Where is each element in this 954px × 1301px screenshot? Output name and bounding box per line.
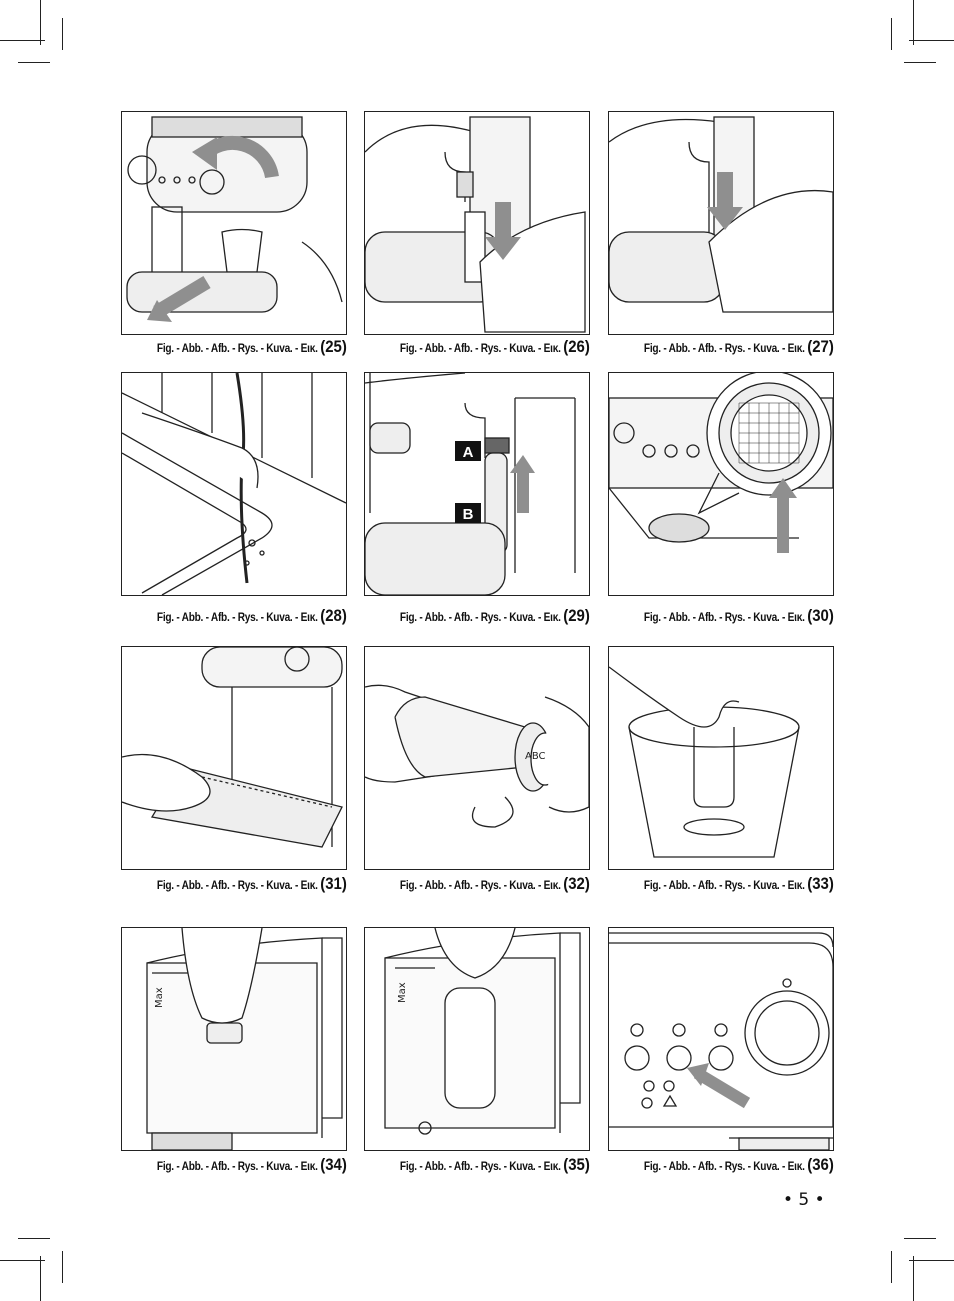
crop-mark (891, 1251, 892, 1283)
caption-prefix: Fig. - Abb. - Afb. - Rys. - Kuva. - Εικ. (400, 343, 561, 355)
crop-mark (913, 1256, 914, 1301)
caption-prefix: Fig. - Abb. - Afb. - Rys. - Kuva. - Εικ. (400, 880, 561, 892)
figure-34-illustration: Max (121, 927, 347, 1151)
figure-caption: Fig. - Abb. - Afb. - Rys. - Kuva. - Εικ.… (644, 874, 834, 894)
crop-mark (904, 62, 936, 63)
caption-prefix: Fig. - Abb. - Afb. - Rys. - Kuva. - Εικ. (157, 343, 318, 355)
figure-number: (27) (807, 337, 834, 356)
figure-36-illustration (608, 927, 834, 1151)
caption-prefix: Fig. - Abb. - Afb. - Rys. - Kuva. - Εικ. (157, 612, 318, 624)
figure-number: (31) (320, 874, 347, 893)
crop-mark (909, 1260, 954, 1261)
crop-mark (904, 1238, 936, 1239)
crop-mark (891, 18, 892, 50)
figure-caption: Fig. - Abb. - Afb. - Rys. - Kuva. - Εικ.… (400, 874, 590, 894)
figure-number: (26) (563, 337, 590, 356)
caption-prefix: Fig. - Abb. - Afb. - Rys. - Kuva. - Εικ. (400, 612, 561, 624)
caption-prefix: Fig. - Abb. - Afb. - Rys. - Kuva. - Εικ. (644, 1161, 805, 1173)
caption-prefix: Fig. - Abb. - Afb. - Rys. - Kuva. - Εικ. (157, 880, 318, 892)
figure-32-illustration: ABC (364, 646, 590, 870)
figure-28-illustration (121, 372, 347, 596)
figure-caption: Fig. - Abb. - Afb. - Rys. - Kuva. - Εικ.… (400, 606, 590, 626)
figure-30-illustration (608, 372, 834, 596)
figure-number: (33) (807, 874, 834, 893)
figure-number: (29) (563, 606, 590, 625)
figure-caption: Fig. - Abb. - Afb. - Rys. - Kuva. - Εικ.… (400, 337, 590, 357)
figure-number: (28) (320, 606, 347, 625)
figure-35-illustration: Max (364, 927, 590, 1151)
crop-mark (40, 0, 41, 45)
figure-25-illustration (121, 111, 347, 335)
figure-27-illustration (608, 111, 834, 335)
figure-29-illustration: A B (364, 372, 590, 596)
figure-number: (25) (320, 337, 347, 356)
figure-caption: Fig. - Abb. - Afb. - Rys. - Kuva. - Εικ.… (400, 1155, 590, 1175)
figure-caption: Fig. - Abb. - Afb. - Rys. - Kuva. - Εικ.… (157, 1155, 347, 1175)
figure-33-illustration (608, 646, 834, 870)
caption-prefix: Fig. - Abb. - Afb. - Rys. - Kuva. - Εικ. (644, 612, 805, 624)
crop-mark (909, 40, 954, 41)
figure-caption: Fig. - Abb. - Afb. - Rys. - Kuva. - Εικ.… (644, 606, 834, 626)
crop-mark (18, 62, 50, 63)
figure-caption: Fig. - Abb. - Afb. - Rys. - Kuva. - Εικ.… (644, 337, 834, 357)
crop-mark (40, 1256, 41, 1301)
figure-number: (34) (320, 1155, 347, 1174)
figure-caption: Fig. - Abb. - Afb. - Rys. - Kuva. - Εικ.… (157, 337, 347, 357)
crop-mark (913, 0, 914, 45)
figure-caption: Fig. - Abb. - Afb. - Rys. - Kuva. - Εικ.… (157, 606, 347, 626)
figure-26-illustration (364, 111, 590, 335)
page-number: • 5 • (783, 1190, 825, 1210)
figure-caption: Fig. - Abb. - Afb. - Rys. - Kuva. - Εικ.… (157, 874, 347, 894)
caption-prefix: Fig. - Abb. - Afb. - Rys. - Kuva. - Εικ. (400, 1161, 561, 1173)
label-a: A (463, 444, 474, 461)
crop-mark (0, 1260, 45, 1261)
figure-31-illustration (121, 646, 347, 870)
caption-prefix: Fig. - Abb. - Afb. - Rys. - Kuva. - Εικ. (644, 343, 805, 355)
figure-caption: Fig. - Abb. - Afb. - Rys. - Kuva. - Εικ.… (644, 1155, 834, 1175)
caption-prefix: Fig. - Abb. - Afb. - Rys. - Kuva. - Εικ. (157, 1161, 318, 1173)
label-b: B (463, 506, 474, 523)
crop-mark (0, 40, 45, 41)
max-label: Max (154, 987, 165, 1008)
crop-mark (62, 18, 63, 50)
figure-number: (36) (807, 1155, 834, 1174)
abc-label: ABC (525, 751, 546, 762)
crop-mark (62, 1251, 63, 1283)
figure-number: (35) (563, 1155, 590, 1174)
figure-number: (32) (563, 874, 590, 893)
caption-prefix: Fig. - Abb. - Afb. - Rys. - Kuva. - Εικ. (644, 880, 805, 892)
crop-mark (18, 1238, 50, 1239)
max-label: Max (397, 982, 408, 1003)
figure-number: (30) (807, 606, 834, 625)
